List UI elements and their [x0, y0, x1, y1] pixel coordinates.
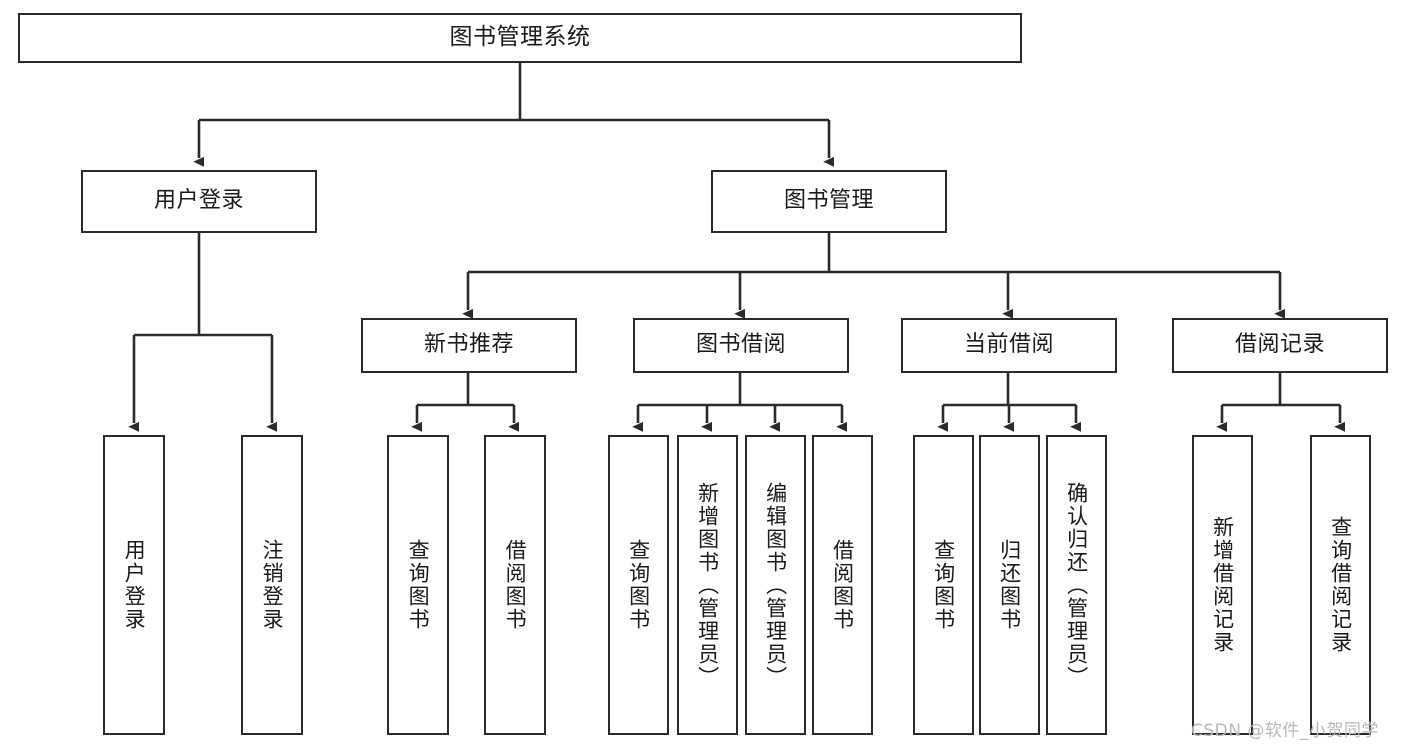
leaf-label: 用户登录 [122, 539, 147, 631]
node-book-borrow[interactable]: 图书借阅 [633, 318, 849, 373]
leaf-label: 查询图书 [626, 539, 651, 631]
leaf-label: 确认归还（管理员） [1064, 481, 1089, 689]
leaf-label: 查询借阅记录 [1328, 516, 1353, 654]
leaf-logout[interactable]: 注销登录 [241, 435, 303, 735]
leaf-label: 借阅图书 [503, 539, 528, 631]
leaf-query-book-borrow[interactable]: 查询图书 [608, 435, 669, 735]
leaf-label: 查询图书 [931, 539, 956, 631]
leaf-label: 注销登录 [260, 539, 285, 631]
node-root-system[interactable]: 图书管理系统 [18, 13, 1022, 63]
leaf-add-book-admin[interactable]: 新增图书（管理员） [677, 435, 738, 735]
node-current-borrow[interactable]: 当前借阅 [901, 318, 1117, 373]
leaf-label: 借阅图书 [830, 539, 855, 631]
leaf-confirm-return-admin[interactable]: 确认归还（管理员） [1046, 435, 1107, 735]
leaf-query-book-current[interactable]: 查询图书 [913, 435, 974, 735]
node-user-login[interactable]: 用户登录 [81, 170, 317, 233]
leaf-label: 新增图书（管理员） [695, 481, 720, 689]
leaf-label: 新增借阅记录 [1210, 516, 1235, 654]
leaf-query-book-recommend[interactable]: 查询图书 [387, 435, 449, 735]
leaf-edit-book-admin[interactable]: 编辑图书（管理员） [745, 435, 806, 735]
leaf-label: 编辑图书（管理员） [763, 481, 788, 689]
leaf-borrow-book[interactable]: 借阅图书 [812, 435, 873, 735]
leaf-return-book[interactable]: 归还图书 [979, 435, 1040, 735]
leaf-borrow-book-recommend[interactable]: 借阅图书 [484, 435, 546, 735]
node-new-book-recommend[interactable]: 新书推荐 [361, 318, 577, 373]
leaf-user-login[interactable]: 用户登录 [103, 435, 165, 735]
leaf-add-borrow-record[interactable]: 新增借阅记录 [1192, 435, 1253, 735]
node-book-management[interactable]: 图书管理 [711, 170, 947, 233]
node-borrow-records[interactable]: 借阅记录 [1172, 318, 1388, 373]
csdn-watermark: CSDN @软件_小贺同学 [1191, 721, 1379, 741]
leaf-label: 查询图书 [406, 539, 431, 631]
leaf-query-borrow-record[interactable]: 查询借阅记录 [1310, 435, 1371, 735]
leaf-label: 归还图书 [997, 539, 1022, 631]
